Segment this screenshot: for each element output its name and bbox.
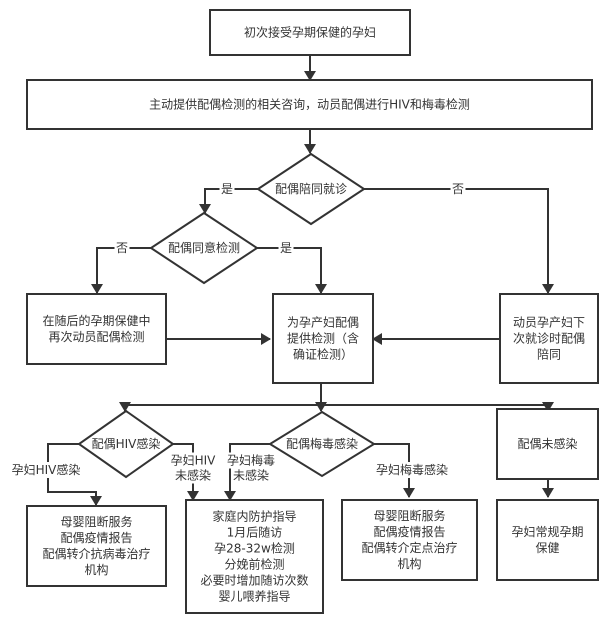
edge-label-bg [219,181,235,197]
family-guidance-node-text: 分娩前检测 [224,557,284,572]
edge-consent-no [91,247,151,294]
decision-hiv-diamond [77,409,175,479]
edge-label-text: 否 [452,182,464,196]
edge-accompany-yes [199,188,258,214]
edge-label-text: 否 [116,241,128,255]
edge-syphilis-infected [374,443,415,498]
decision-hiv-text: 配偶HIV感染 [92,436,161,451]
not-infected-node-text: 配偶未感染 [517,436,577,451]
edge-label-text: 未感染 [233,468,269,483]
family-guidance-node-text: 家庭内防护指导 [212,509,296,524]
decision-consent-text: 配偶同意检测 [168,240,240,255]
remobilize-node-text: 再次动员配偶检测 [48,329,144,344]
syphilis-services-node-text: 母婴阻断服务 [373,508,445,523]
consult-node: 主动提供配偶检测的相关咨询，动员配偶进行HIV和梅毒检测 [26,79,593,130]
edge-label-consent-yes: 是 [278,240,294,256]
edge-label-bg [163,452,223,469]
next-visit-node-box [499,293,599,384]
edge-labels: 是否否是孕妇HIV感染孕妇HIV未感染孕妇梅毒未感染孕妇梅毒感染 [5,181,466,484]
edge-label-accompany-yes: 是 [219,181,235,197]
consult-node-text: 主动提供配偶检测的相关咨询，动员配偶进行HIV和梅毒检测 [149,97,470,112]
decision-syphilis: 配偶梅毒感染 [268,410,376,478]
family-guidance-node-text: 1月后随访 [227,525,283,540]
edge-syphilis-not-infected [224,443,270,501]
hiv-services-node-box [26,505,167,587]
not-infected-node: 配偶未感染 [496,408,599,480]
edge-label-text: 是 [280,241,292,255]
hiv-services-node-text: 机构 [84,562,108,577]
edge-label-accompany-no: 否 [450,181,466,197]
family-guidance-node-box [185,499,324,614]
decision-syphilis-diamond [268,410,376,478]
provide-test-node-box [272,293,374,384]
edge-label-text: 孕妇梅毒 [227,453,275,468]
provide-test-node-text: 为孕产妇配偶 [287,316,359,330]
edge-accompany-no [364,188,554,294]
next-visit-node-text: 陪同 [537,347,561,362]
family-guidance-node-text: 婴儿喂养指导 [218,589,290,604]
syphilis-services-node-text: 机构 [397,556,421,571]
decision-syphilis-text: 配偶梅毒感染 [286,436,358,451]
edge-label-bg [174,467,212,484]
next-visit-node-text: 次就诊时配偶 [513,332,585,346]
start-node-text: 初次接受孕期保健的孕妇 [244,25,376,40]
decision-accompany: 配偶陪同就诊 [256,152,366,226]
edge-label-text: 未感染 [175,468,211,483]
routine-care-node-box [496,499,599,581]
edge-label-bg [5,462,87,478]
edge-test-branch [125,383,548,406]
decision-consent-diamond [149,211,259,285]
edge-label-text: 孕妇HIV感染 [12,462,81,477]
edge-label-bg [114,240,130,256]
next-visit-node-text: 动员孕产妇下 [513,316,585,330]
decision-consent: 配偶同意检测 [149,211,259,285]
syphilis-services-node-text: 配偶疫情报告 [373,524,445,539]
edge-label-bg [227,452,275,469]
edge-label-consent-no: 否 [114,240,130,256]
remobilize-node-box [26,293,167,365]
start-node: 初次接受孕期保健的孕妇 [209,9,411,56]
start-node-box [209,9,411,56]
decision-accompany-diamond [256,152,366,226]
routine-care-node-text: 孕妇常规孕期 [511,524,583,539]
decision-hiv: 配偶HIV感染 [77,409,175,479]
hiv-services-node-text: 配偶转介抗病毒治疗 [42,546,150,561]
not-infected-node-box [496,408,599,480]
syphilis-services-node-box [341,499,478,581]
edge-label-syphilis-infected: 孕妇梅毒感染 [376,462,448,478]
family-guidance-node-text: 必要时增加随访次数 [200,573,308,588]
hiv-services-node-text: 母婴阻断服务 [60,514,132,529]
edge-label-bg [232,467,270,484]
edge-label-hiv-infected: 孕妇HIV感染 [5,462,87,478]
edge-label-text: 孕妇HIV [171,454,217,468]
edge-label-text: 孕妇梅毒感染 [376,462,448,477]
edge-label-bg [278,240,294,256]
edge-hiv-infected [47,443,102,506]
edge-label-text: 是 [221,182,233,196]
family-guidance-node-text: 孕28-32w检测 [214,541,295,556]
decision-accompany-text: 配偶陪同就诊 [275,181,347,196]
hiv-services-node-text: 配偶疫情报告 [60,530,132,545]
nodes: 初次接受孕期保健的孕妇主动提供配偶检测的相关咨询，动员配偶进行HIV和梅毒检测配… [26,9,599,614]
edge-label-bg [450,181,466,197]
remobilize-node-text: 在随后的孕期保健中 [42,313,150,328]
provide-test-node-text: 提供检测（含 [287,331,359,346]
edge-label-bg [377,462,447,478]
routine-care-node-text: 保健 [535,541,559,555]
family-guidance-node: 家庭内防护指导1月后随访孕28-32w检测分娩前检测必要时增加随访次数婴儿喂养指… [185,499,324,614]
provide-test-node-text: 确证检测） [293,347,353,362]
edge-consent-yes [257,247,327,294]
syphilis-services-node-text: 配偶转介定点治疗 [361,540,457,555]
consult-node-box [26,79,593,130]
